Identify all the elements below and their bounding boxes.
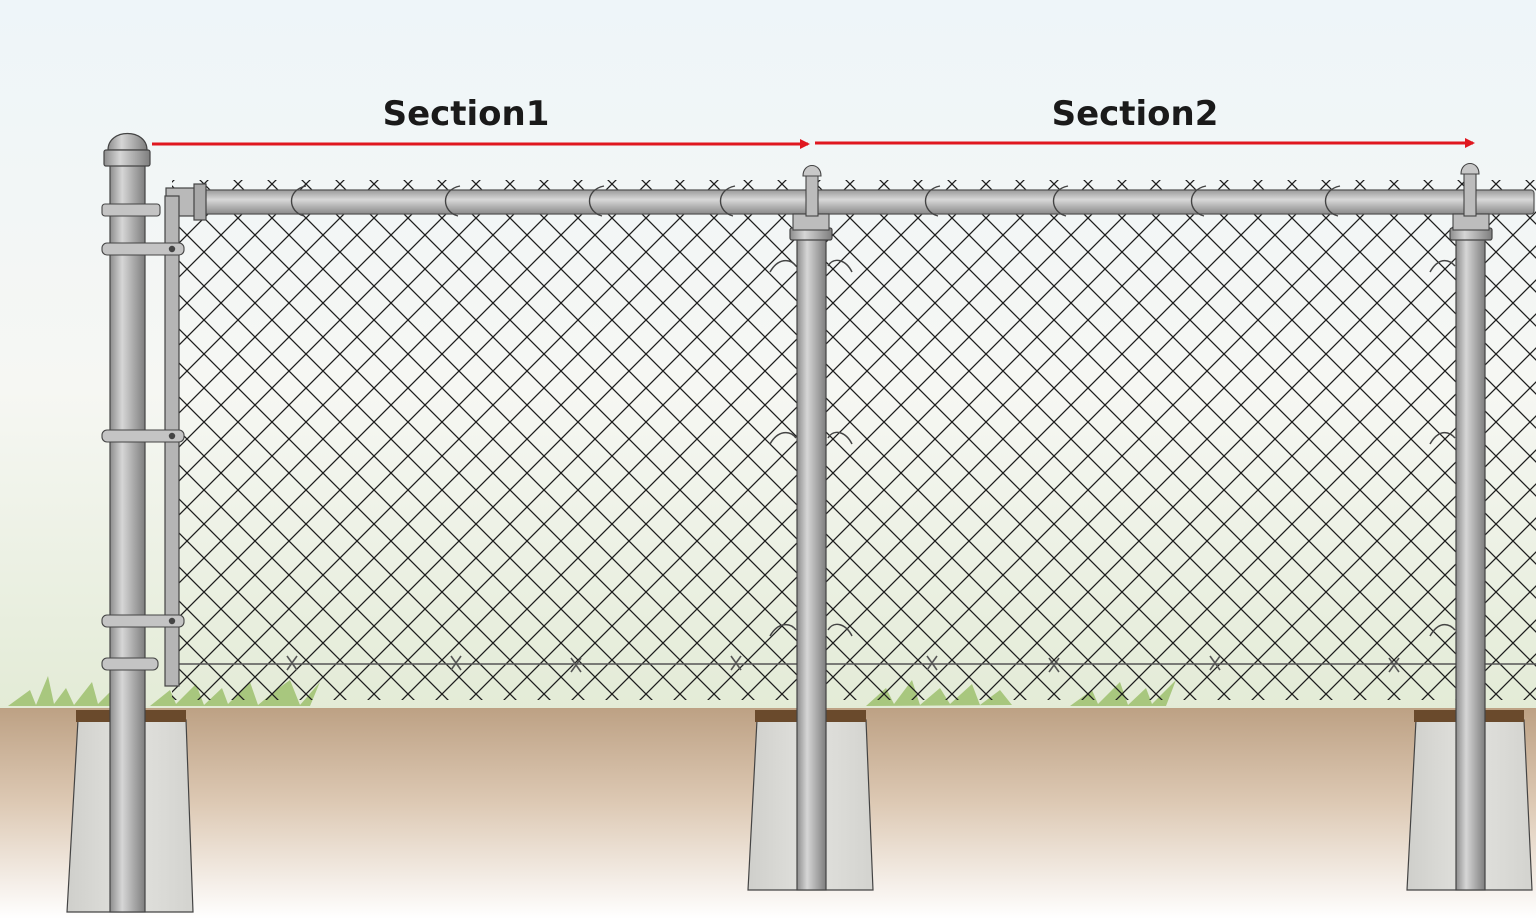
tension-band-brace [101, 203, 161, 217]
band-bolt [168, 432, 176, 440]
section1-label: Section1 [383, 94, 550, 134]
loop-cap-knob-middle [802, 164, 822, 177]
line-post-middle [796, 235, 827, 891]
tie-wires-middle [769, 259, 853, 637]
terminal-post [109, 159, 146, 913]
band-bolt [168, 617, 176, 625]
post-cap [103, 149, 151, 167]
loop-cap-knob-right [1460, 162, 1480, 175]
chain-link-mesh [172, 180, 1536, 700]
tension-band [101, 614, 185, 628]
post-cap-dome [107, 132, 148, 151]
band-bolt [168, 245, 176, 253]
top-rail [179, 189, 1535, 215]
hog-rings [286, 655, 1400, 673]
rail-end-cup-flange [193, 183, 207, 221]
tie-wires-right [1429, 259, 1456, 637]
tension-bands [101, 203, 185, 671]
tension-band [101, 657, 159, 671]
loop-cap-stem-right [1463, 169, 1477, 217]
loop-cap-stem-middle [805, 171, 819, 217]
tie-wires-rail [290, 185, 1341, 217]
section2-label: Section2 [1052, 94, 1219, 134]
tension-band [101, 242, 185, 256]
tension-band [101, 429, 185, 443]
line-post-right [1455, 235, 1486, 891]
